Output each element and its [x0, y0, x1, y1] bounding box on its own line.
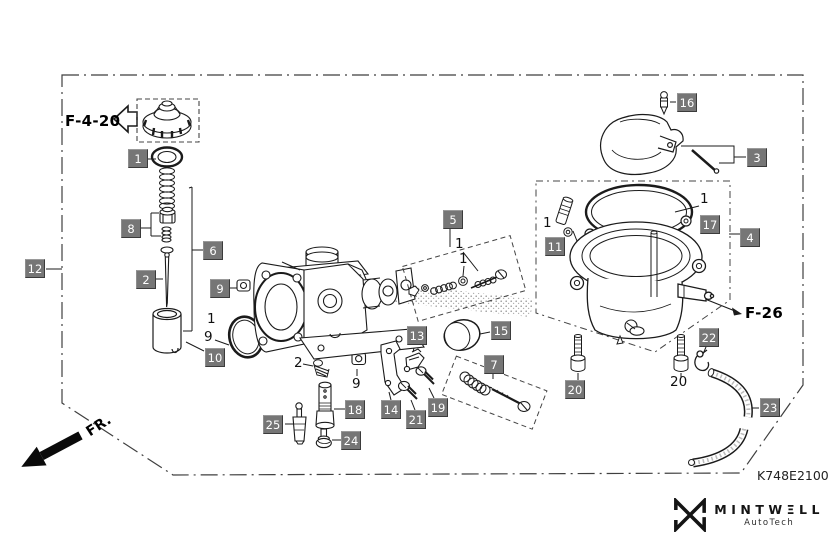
carburetor-top-cap-drawing: [142, 100, 192, 139]
callout-22[interactable]: 22: [699, 328, 719, 347]
callout-14[interactable]: 14: [381, 400, 401, 419]
callout-4[interactable]: 4: [740, 228, 760, 247]
float-pin-drawing: [691, 148, 720, 174]
ref-link-f420[interactable]: F-4-20: [65, 112, 121, 130]
callout-18[interactable]: 18: [345, 400, 365, 419]
seal-ring-drawing: [150, 146, 184, 168]
callout-3[interactable]: 3: [747, 148, 767, 167]
part-number-text: 1: [543, 215, 552, 231]
brand-logo: MINTWΞLL AutoTech: [673, 498, 824, 532]
callout-5[interactable]: 5: [443, 210, 463, 229]
brand-tagline: AutoTech: [744, 517, 795, 528]
brand-name: MINTWΞLL: [714, 501, 824, 517]
hose-clip-drawing: [694, 349, 710, 372]
float-chamber-dashed-box: [535, 180, 731, 353]
part-number-text: 20: [670, 374, 688, 390]
callout-10[interactable]: 10: [205, 348, 225, 367]
diagram-border: [61, 74, 804, 476]
float-drawing: [600, 113, 720, 176]
cap-dashed-box: [136, 98, 200, 143]
callout-7[interactable]: 7: [484, 355, 504, 374]
bowl-screw-drawing: [570, 334, 689, 372]
jet-needle-drawing: [160, 246, 174, 308]
carburetor-body-drawing: [253, 246, 425, 360]
vacuum-piston-drawing: [152, 307, 182, 354]
callout-24[interactable]: 24: [341, 431, 361, 450]
drawing-code: K748E2100: [757, 468, 829, 483]
callout-12[interactable]: 12: [25, 259, 45, 278]
brand-logo-icon: [674, 498, 707, 532]
callout-16[interactable]: 16: [677, 93, 697, 112]
cable-bracket-drawing: [380, 340, 406, 396]
pilot-screw-dashed-box: [441, 355, 548, 430]
callout-20[interactable]: 20: [565, 380, 585, 399]
ref-link-f26[interactable]: F-26: [745, 304, 784, 322]
nut-drawing: [236, 279, 367, 366]
part-number-text: 1: [207, 311, 216, 327]
callout-9[interactable]: 9: [210, 279, 230, 298]
float-valve-drawing: [660, 91, 668, 116]
callout-21[interactable]: 21: [406, 410, 426, 429]
part-number-text: 9: [352, 376, 361, 392]
bracket-screw-drawing: [397, 366, 435, 400]
front-direction-label: FR.: [83, 411, 115, 440]
callout-17[interactable]: 17: [700, 215, 720, 234]
callout-25[interactable]: 25: [263, 415, 283, 434]
float-pivot-screw-drawing: [313, 359, 330, 378]
float-bowl-drawing: [569, 221, 715, 345]
needle-holder-drawing: [159, 206, 176, 243]
callout-13[interactable]: 13: [407, 326, 427, 345]
slow-jet-drawing: [555, 196, 574, 237]
screw-set-dashed-box: [401, 235, 527, 322]
cable-clamp-drawing: [403, 348, 425, 373]
part-number-text: 9: [204, 329, 213, 345]
top-cap-cover-drawing: [443, 319, 481, 351]
callout-11[interactable]: 11: [545, 237, 565, 256]
callout-15[interactable]: 15: [491, 321, 511, 340]
fr-arrow: [21, 431, 83, 467]
fuel-hose-drawing: [688, 368, 753, 468]
callout-23[interactable]: 23: [760, 398, 780, 417]
callout-2[interactable]: 2: [136, 270, 156, 289]
callout-1[interactable]: 1: [128, 149, 148, 168]
air-cut-valve-drawing: [292, 402, 307, 445]
stipple-texture: [392, 284, 534, 317]
f420-arrow: [112, 104, 138, 134]
callout-6[interactable]: 6: [203, 241, 223, 260]
main-nozzle-drawing: [315, 381, 335, 430]
part-number-text: 2: [294, 355, 303, 371]
part-number-text: 1: [455, 236, 464, 252]
drain-screw-drawing: [315, 428, 332, 449]
part-number-text: 1: [700, 191, 709, 207]
callout-8[interactable]: 8: [121, 219, 141, 238]
callout-19[interactable]: 19: [428, 398, 448, 417]
part-number-text: 1: [459, 251, 468, 267]
